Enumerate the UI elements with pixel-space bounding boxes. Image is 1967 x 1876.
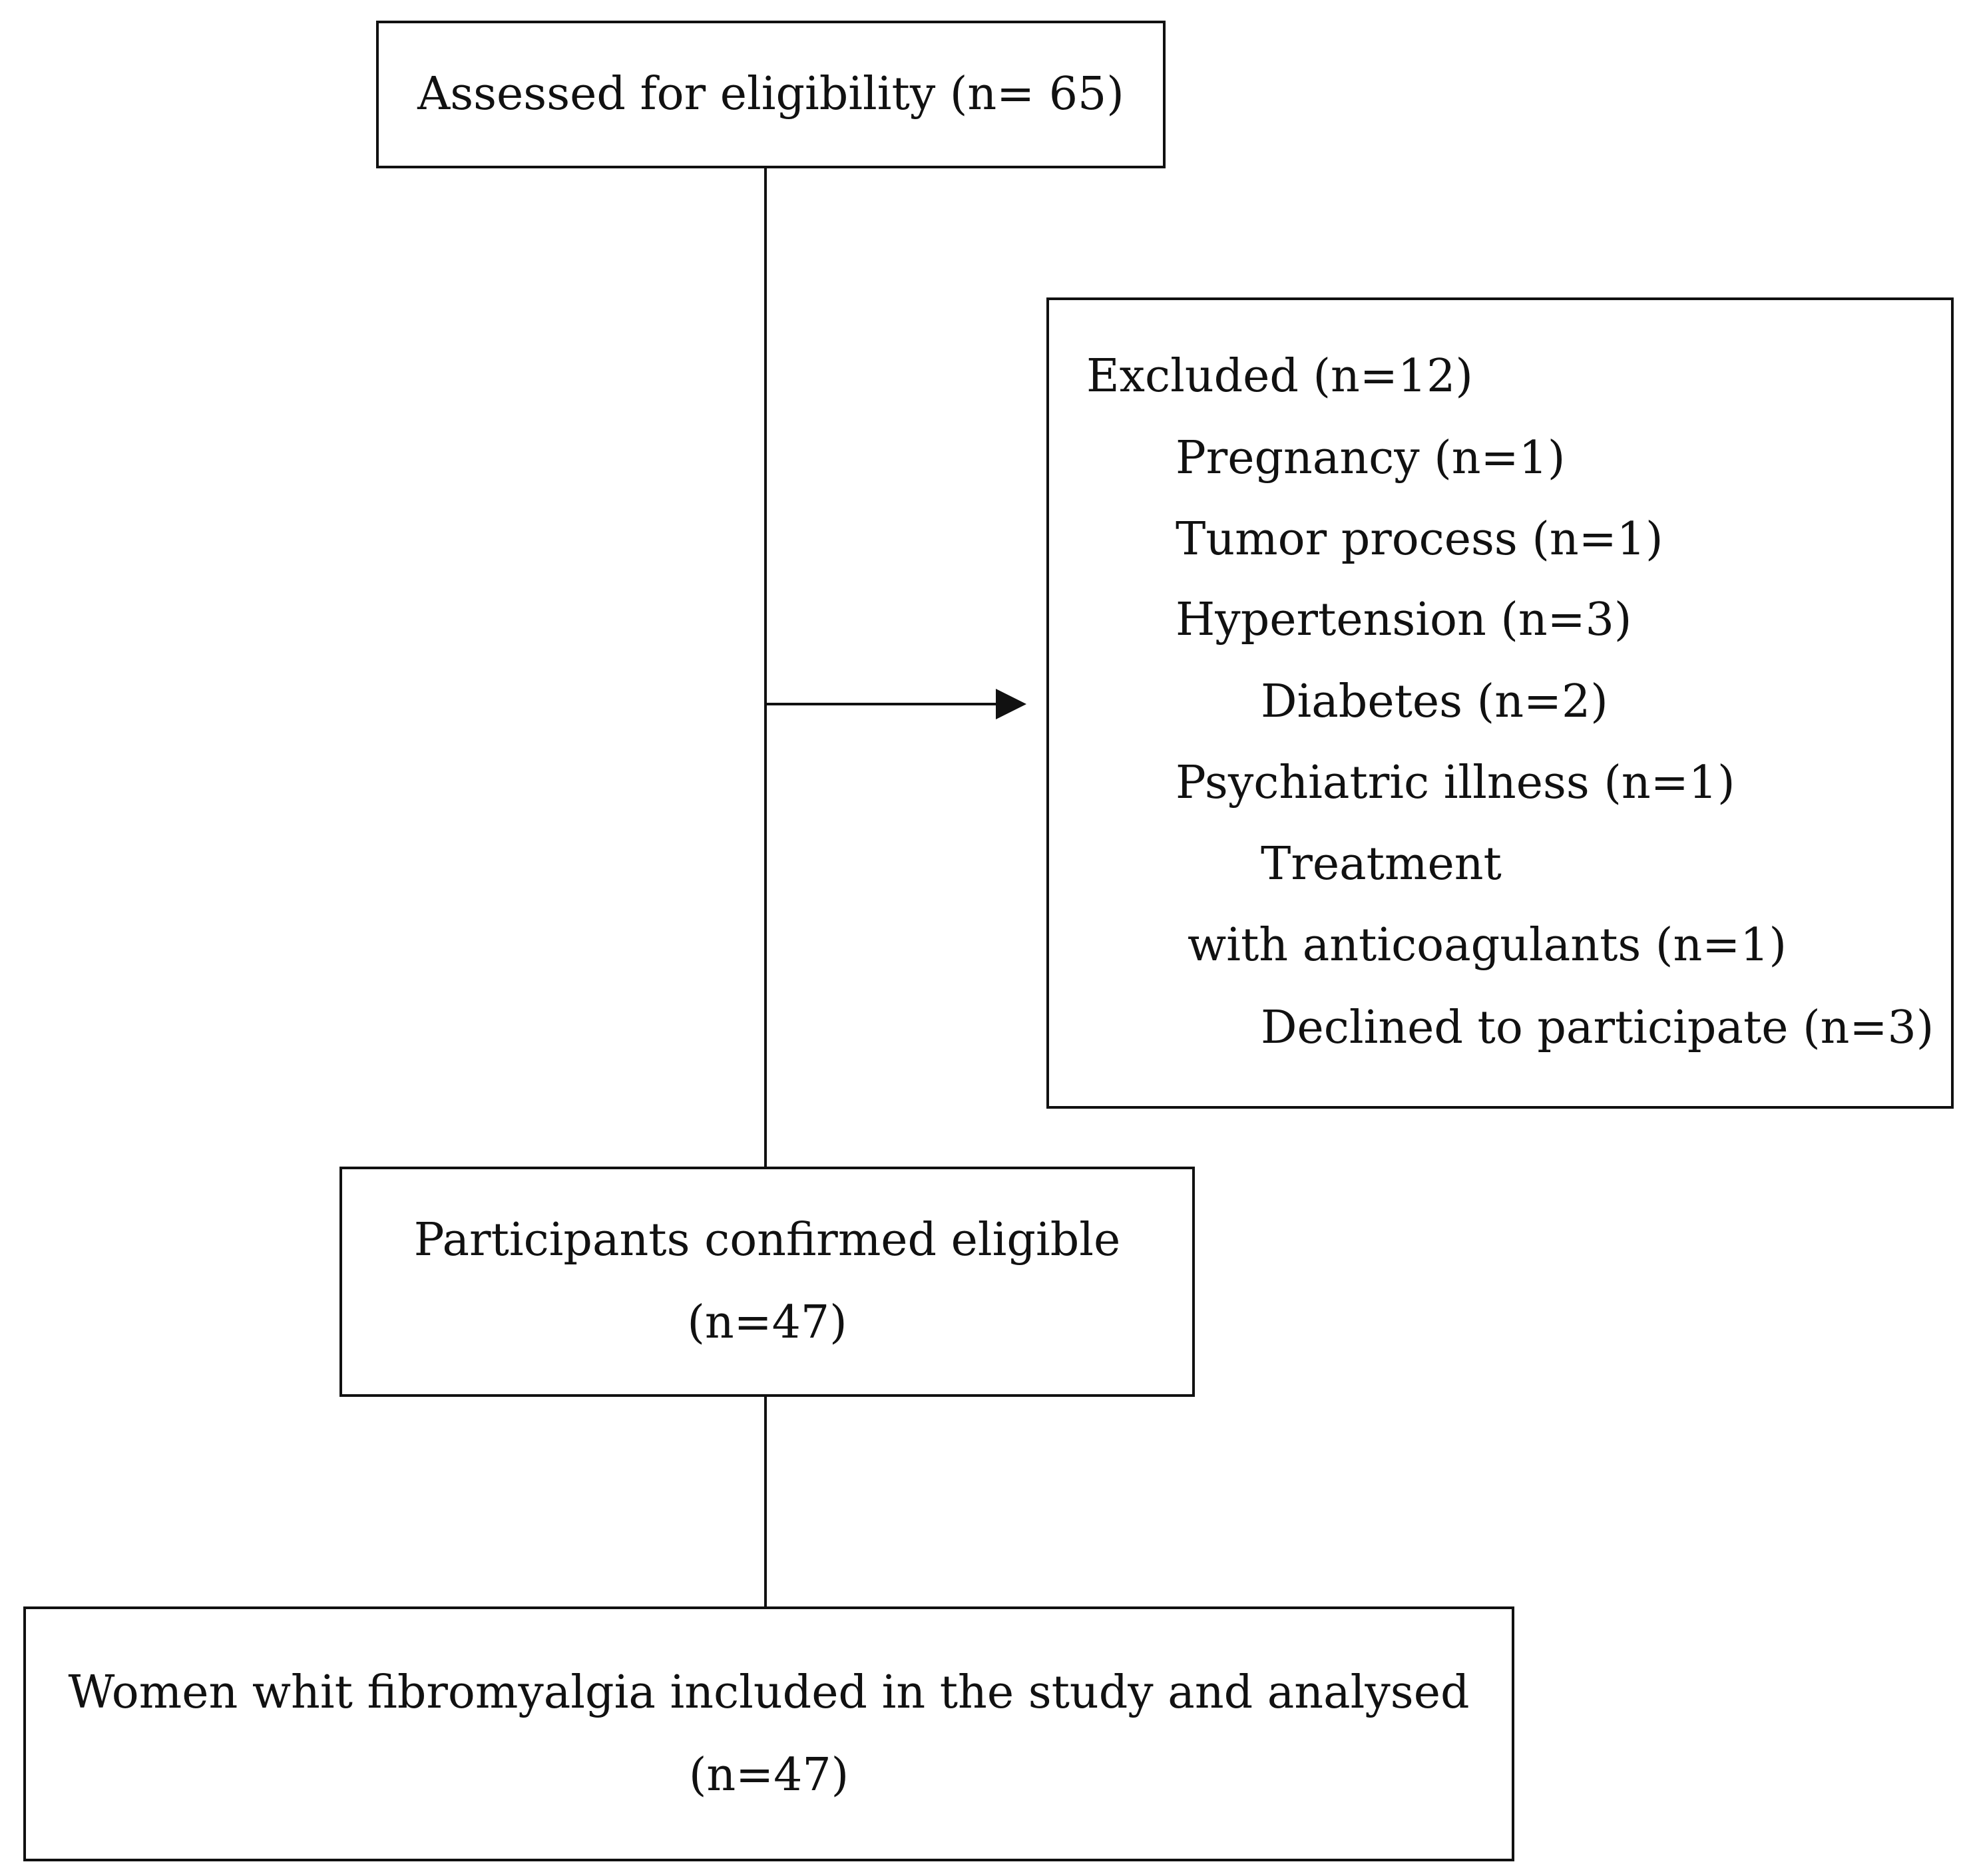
excluded-reason: Declined to participate (n=3) xyxy=(1261,1002,1934,1054)
excluded-reason: Tumor process (n=1) xyxy=(1176,513,1663,566)
arrow-head-icon xyxy=(996,689,1026,719)
connector-confirmed-to-included xyxy=(764,1397,767,1606)
confirmed-count: (n=47) xyxy=(687,1296,847,1349)
excluded-reason: Psychiatric illness (n=1) xyxy=(1176,757,1735,809)
confirmed-text: Participants confirmed eligible (n=47) xyxy=(414,1199,1120,1364)
excluded-title: Excluded (n=12) xyxy=(1086,350,1473,403)
assessed-label: Assessed for eligibility (n= 65) xyxy=(417,68,1124,120)
connector-assessed-to-confirmed xyxy=(764,168,767,1167)
assessed-text: Assessed for eligibility (n= 65) xyxy=(417,53,1124,136)
included-text: Women whit fibromyalgia included in the … xyxy=(69,1652,1470,1817)
excluded-reason: Diabetes (n=2) xyxy=(1261,675,1608,728)
excluded-reason: with anticoagulants (n=1) xyxy=(1188,919,1787,972)
confirmed-label: Participants confirmed eligible xyxy=(413,1214,1121,1266)
confirmed-box: Participants confirmed eligible (n=47) xyxy=(339,1167,1195,1397)
included-label: Women whit fibromyalgia included in the … xyxy=(68,1666,1470,1719)
excluded-reason: Pregnancy (n=1) xyxy=(1176,432,1566,484)
included-box: Women whit fibromyalgia included in the … xyxy=(23,1606,1514,1861)
assessed-box: Assessed for eligibility (n= 65) xyxy=(376,21,1166,168)
excluded-reason: Treatment xyxy=(1261,838,1502,890)
connector-branch-to-excluded xyxy=(765,703,998,705)
excluded-box: Excluded (n=12) Pregnancy (n=1) Tumor pr… xyxy=(1046,297,1954,1109)
excluded-reason: Hypertension (n=3) xyxy=(1176,594,1632,646)
included-count: (n=47) xyxy=(688,1748,849,1801)
